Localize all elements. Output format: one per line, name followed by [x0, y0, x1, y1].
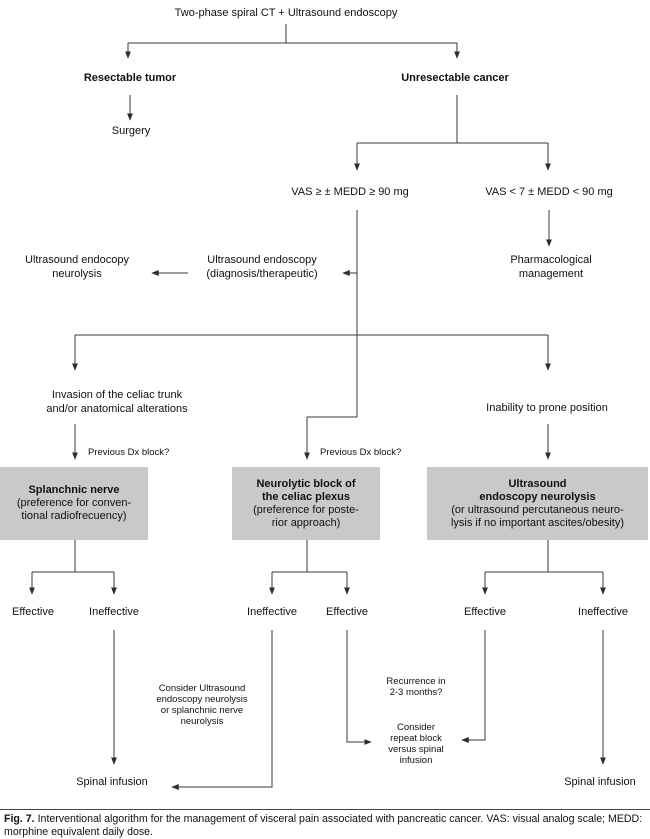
box-neurolytic-block: Neurolytic block of the celiac plexus (p… — [232, 467, 380, 540]
node-root: Two-phase spiral CT + Ultrasound endosco… — [174, 7, 398, 19]
node-ultrasound-endoscopy-neurolysis: Ultrasound endocopy neurolysis — [25, 254, 129, 280]
figure-caption-label: Fig. 7. — [4, 813, 35, 825]
note-previous-dx-block-left: Previous Dx block? — [88, 447, 170, 458]
box-ultrasound-endoscopy-neurolysis-subtitle: (or ultrasound percutaneous neuro- lysis… — [450, 503, 624, 529]
node-unresectable-cancer: Unresectable cancer — [401, 72, 509, 84]
box-ultrasound-endoscopy-neurolysis: Ultrasound endoscopy neurolysis (or ultr… — [427, 467, 648, 540]
node-vas-high: VAS ≥ ± MEDD ≥ 90 mg — [291, 186, 409, 198]
outcome-left-ineffective: Ineffective — [89, 606, 139, 618]
figure-caption: Fig. 7.Interventional algorithm for the … — [0, 809, 650, 839]
node-pharmacological-management: Pharmacological management — [510, 254, 592, 280]
terminal-spinal-infusion-left: Spinal infusion — [76, 776, 148, 788]
node-inability-prone-position: Inability to prone position — [486, 402, 608, 414]
node-vas-low: VAS < 7 ± MEDD < 90 mg — [485, 186, 613, 198]
note-consider-repeat-block: Consider repeat block versus spinal infu… — [388, 722, 444, 766]
note-previous-dx-block-middle: Previous Dx block? — [320, 447, 402, 458]
outcome-middle-ineffective: Ineffective — [247, 606, 297, 618]
outcome-left-effective: Effective — [12, 606, 54, 618]
box-neurolytic-block-title: Neurolytic block of the celiac plexus — [256, 477, 356, 503]
outcome-middle-effective: Effective — [326, 606, 368, 618]
node-surgery: Surgery — [111, 125, 151, 137]
box-neurolytic-block-subtitle: (preference for poste- rior approach) — [253, 503, 359, 529]
figure-caption-text: Interventional algorithm for the managem… — [4, 813, 643, 838]
terminal-spinal-infusion-right: Spinal infusion — [564, 776, 636, 788]
node-invasion-celiac-trunk: Invasion of the celiac trunk and/or anat… — [46, 389, 188, 415]
node-resectable-tumor: Resectable tumor — [83, 72, 177, 84]
box-splanchnic-nerve-subtitle: (preference for conven- tional radiofrec… — [16, 497, 132, 522]
outcome-right-ineffective: Ineffective — [578, 606, 628, 618]
node-ultrasound-endoscopy-diagnostic: Ultrasound endoscopy (diagnosis/therapeu… — [206, 254, 318, 280]
note-consider-ultrasound-neurolysis: Consider Ultrasound endoscopy neurolysis… — [156, 683, 248, 727]
outcome-right-effective: Effective — [464, 606, 506, 618]
box-splanchnic-nerve-title: Splanchnic nerve — [28, 484, 120, 496]
note-recurrence-2-3-months: Recurrence in 2-3 months? — [386, 676, 446, 698]
box-ultrasound-endoscopy-neurolysis-title: Ultrasound endoscopy neurolysis — [479, 477, 596, 503]
box-splanchnic-nerve: Splanchnic nerve (preference for conven-… — [0, 467, 148, 540]
